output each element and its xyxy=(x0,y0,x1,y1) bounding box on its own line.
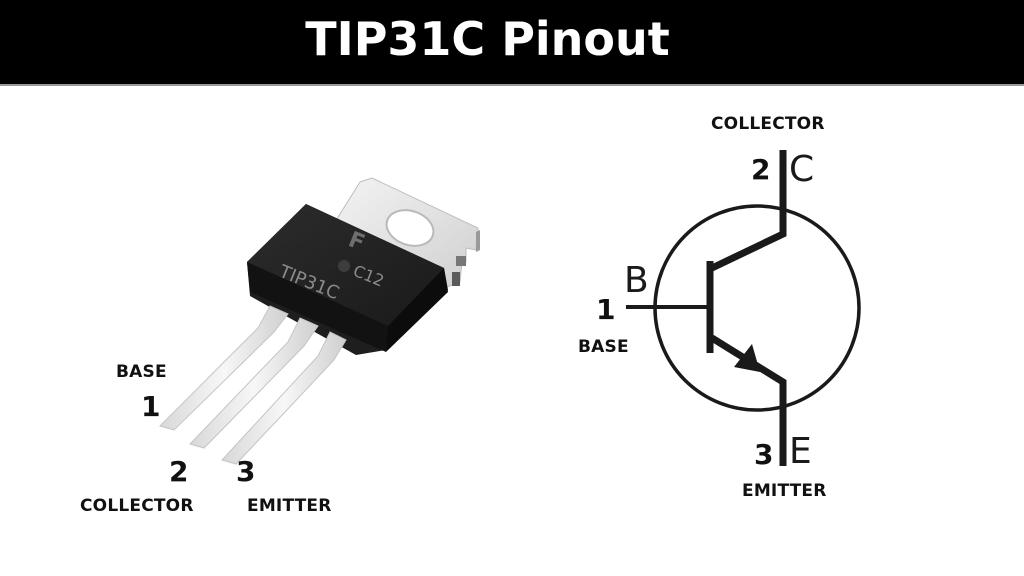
emitter-lead xyxy=(710,335,787,466)
photo-pin3-number: 3 xyxy=(236,455,256,488)
emitter-arrow-icon xyxy=(734,344,760,372)
pin-1-lead xyxy=(159,305,289,431)
pin-3-lead xyxy=(221,331,347,465)
photo-base-label: BASE xyxy=(116,362,167,382)
title-banner: TIP31C Pinout xyxy=(0,0,1024,86)
schematic-c-letter: C xyxy=(789,149,815,190)
pin-2-lead xyxy=(189,317,319,449)
schematic-e-letter: E xyxy=(789,431,812,472)
page-title: TIP31C Pinout xyxy=(305,12,670,66)
photo-pin2-number: 2 xyxy=(169,455,189,488)
schematic-emitter-label: EMITTER xyxy=(742,481,827,501)
schematic-pin3-number: 3 xyxy=(754,438,774,471)
schematic-pin2-number: 2 xyxy=(751,153,771,186)
collector-lead xyxy=(710,150,787,272)
photo-emitter-label: EMITTER xyxy=(247,496,332,516)
photo-collector-label: COLLECTOR xyxy=(80,496,194,516)
schematic-base-label: BASE xyxy=(578,337,629,357)
schematic-b-letter: B xyxy=(624,260,649,301)
pin1-dot xyxy=(338,260,350,272)
heatsink-tab xyxy=(329,177,480,291)
schematic-collector-label: COLLECTOR xyxy=(711,114,825,134)
mounting-hole xyxy=(385,209,435,247)
photo-pin1-number: 1 xyxy=(141,390,161,423)
schematic-pin1-number: 1 xyxy=(596,293,616,326)
transistor-body: F C12 TIP31C xyxy=(247,204,448,355)
